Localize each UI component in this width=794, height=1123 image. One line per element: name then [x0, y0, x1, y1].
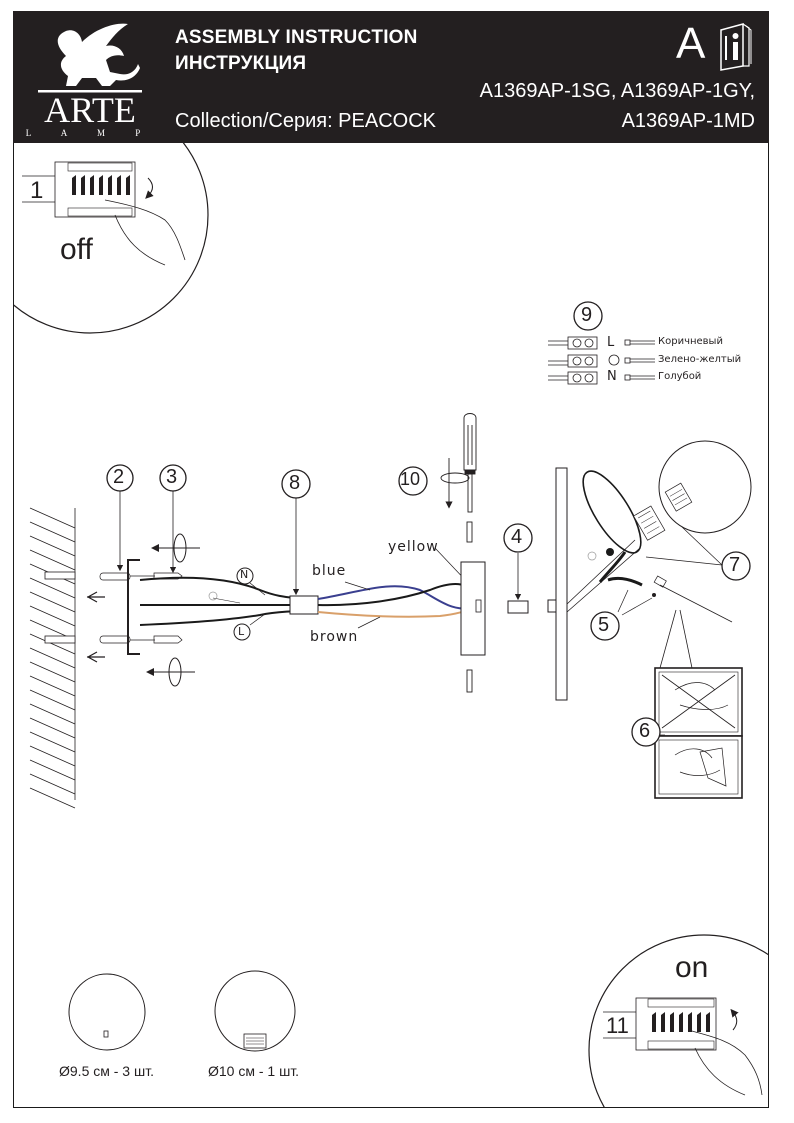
shade-large-label: Ø10 см - 1 шт.: [208, 1063, 300, 1079]
terminal-blue-label: Голубой: [658, 371, 702, 382]
bulb-icon: [653, 575, 667, 588]
terminal-connector: [289, 595, 319, 615]
step-number-circles: [106, 301, 751, 747]
supply-cables: [139, 576, 296, 626]
griffin-icon: [57, 23, 140, 86]
arrow-left-icon: [86, 591, 105, 603]
step-11-number: 11: [606, 1013, 629, 1038]
shade-large-icon: [214, 970, 296, 1052]
rotate-icon: [440, 472, 470, 484]
title-english: ASSEMBLY INSTRUCTION: [175, 27, 418, 48]
class-letter: A: [676, 19, 706, 68]
shade-small-label: Ø9.5 см - 3 шт.: [59, 1063, 154, 1079]
step-1-off-label: off: [60, 233, 93, 266]
neutral-symbol: N: [240, 568, 249, 581]
bulb-handling-warning: [654, 667, 743, 799]
ground-symbol-icon: [587, 551, 597, 561]
step-4-number: 4: [511, 526, 523, 548]
shade-small-icon: [68, 973, 146, 1051]
rotate-screw-icon: [146, 533, 200, 687]
lamp-socket: [633, 505, 666, 541]
svg-text:ARTE: ARTE: [44, 90, 136, 130]
step-8-number: 8: [289, 472, 301, 494]
instruction-manual-icon: [720, 23, 752, 71]
breaker-panel-icon: [67, 162, 133, 217]
terminal-N-symbol: N: [607, 369, 617, 384]
blue-wire: [317, 585, 479, 610]
wall-plugs: [99, 572, 155, 644]
step-7-number: 7: [729, 554, 741, 576]
svg-text:L A M P: L A M P: [26, 128, 154, 138]
glass-shade: [658, 440, 752, 534]
step-2-number: 2: [113, 466, 125, 488]
rotate-down-arrow-icon: [145, 177, 154, 199]
step1-power-off-illustration: [14, 143, 209, 334]
blue-wire-label: blue: [312, 563, 347, 579]
wall-plate: [460, 561, 486, 656]
lamp-backplate: [555, 467, 568, 701]
yellow-wire-label: yellow: [388, 539, 439, 555]
model-numbers-line1: A1369AP-1SG, A1369AP-1GY,: [479, 80, 755, 102]
step11-power-on-illustration: [588, 934, 768, 1107]
terminal-L-symbol: L: [607, 335, 615, 350]
hand-icon: [687, 1029, 763, 1096]
screws: [153, 572, 183, 644]
arrow-left-icon: [86, 651, 105, 663]
terminal-brown-label: Коричневый: [658, 336, 723, 347]
rotate-up-arrow-icon: [730, 1008, 739, 1031]
ground-symbol-icon: [208, 591, 218, 601]
step-10-number: 10: [400, 469, 421, 489]
header-banner: [13, 11, 769, 143]
breaker-panel-icon: [652, 1012, 710, 1032]
step-5-number: 5: [598, 614, 610, 636]
nut-part: [507, 600, 529, 614]
brown-wire-label: brown: [310, 629, 359, 645]
terminal-block-diagram: [548, 336, 655, 385]
step-1-number: 1: [30, 177, 44, 204]
screwdriver-icon: [463, 413, 477, 693]
hand-icon: [104, 199, 186, 266]
decorative-ring: [582, 470, 642, 554]
model-numbers-line2: A1369AP-1MD: [621, 110, 755, 132]
collection-name: Collection/Серия: PEACOCK: [175, 110, 436, 132]
step-6-number: 6: [639, 720, 651, 742]
bare-hand-icon: [674, 682, 729, 710]
arte-lamp-logo: ARTE L A M P: [26, 23, 154, 138]
wall-hatching: [29, 507, 76, 809]
step-11-on-label: on: [675, 951, 709, 984]
step-9-number: 9: [581, 304, 593, 326]
live-symbol: L: [238, 625, 245, 638]
gloved-hand-icon: [674, 748, 721, 776]
glass-holder-part: [607, 576, 643, 587]
mounting-bracket: [127, 559, 140, 655]
step-3-number: 3: [166, 466, 178, 488]
title-russian: ИНСТРУКЦИЯ: [175, 53, 307, 74]
terminal-green-yellow-label: Зелено-желтый: [658, 354, 742, 365]
